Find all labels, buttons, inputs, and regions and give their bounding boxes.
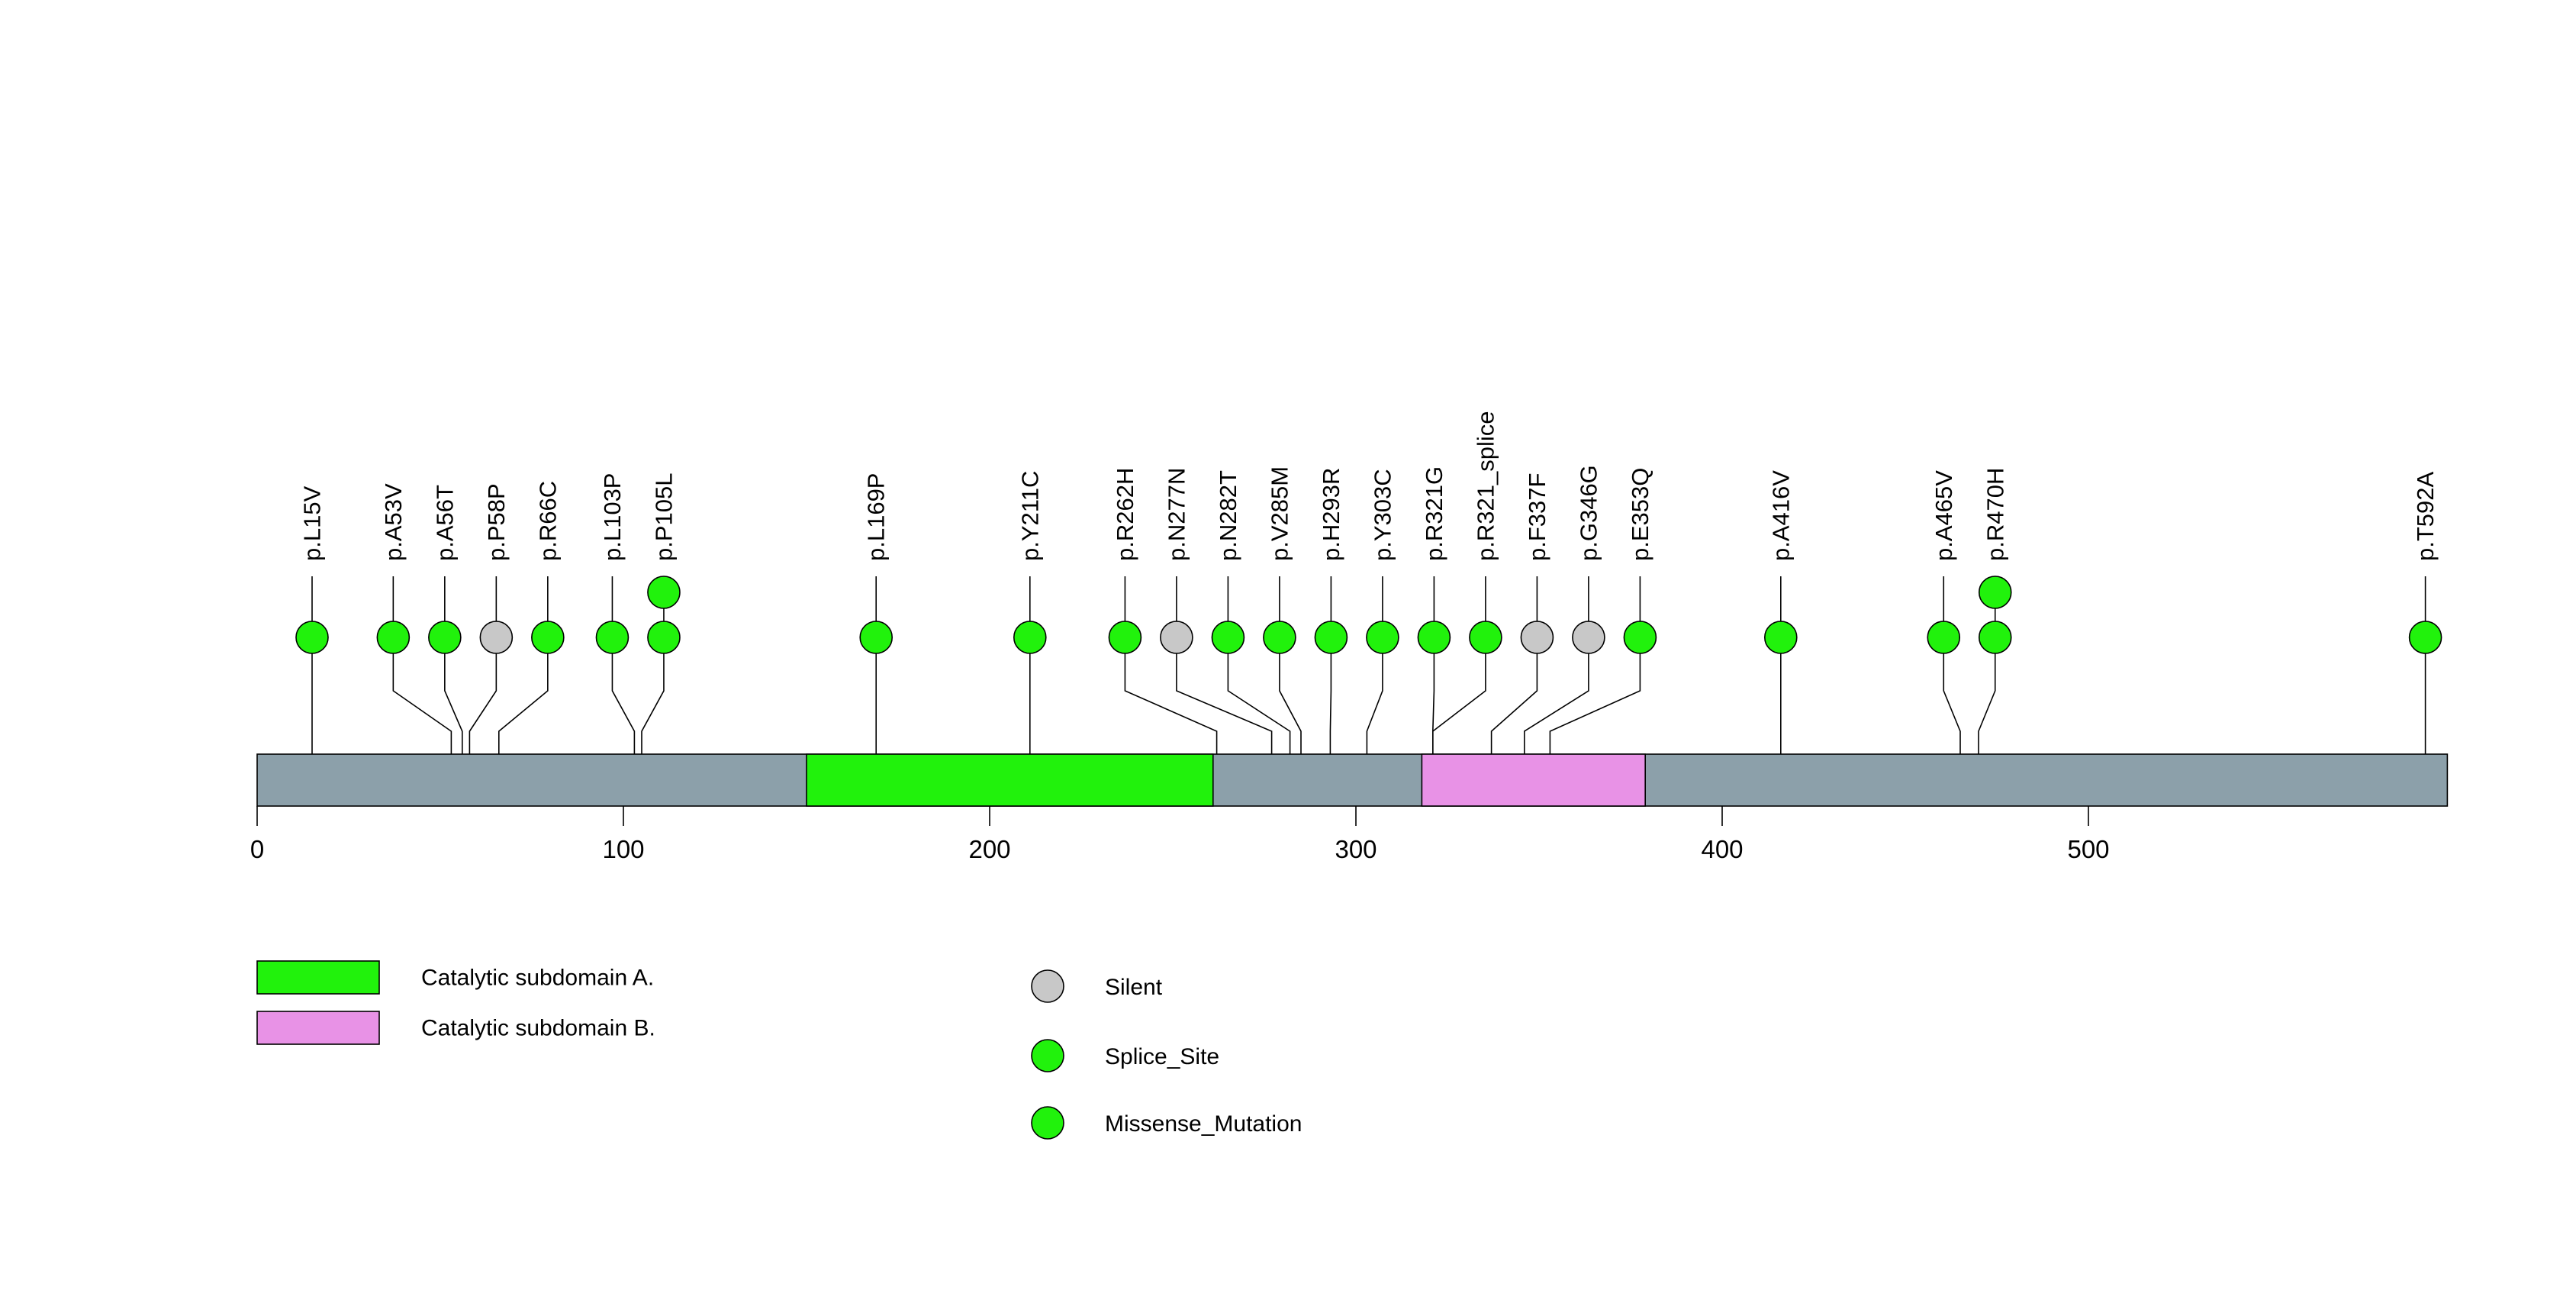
- type-legend-label: Silent: [1105, 975, 1163, 1000]
- mutation-label: p.Y303C: [1369, 469, 1396, 561]
- mutation-circle: [1314, 621, 1348, 654]
- mutation-label: p.R262H: [1112, 468, 1138, 561]
- mutation-label: p.R321G: [1421, 466, 1447, 561]
- type-legend-circle: [1031, 1106, 1064, 1140]
- mutation-circle: [647, 621, 681, 654]
- mutation-circle: [428, 621, 462, 654]
- mutation-circle: [1764, 621, 1798, 654]
- mutation-label: p.L15V: [299, 485, 326, 561]
- lollipop-circles: [295, 576, 2442, 654]
- mutation-circle: [1108, 621, 1142, 654]
- mutation-circle: [1978, 621, 2012, 654]
- domain-legend-swatch: [256, 1011, 380, 1045]
- mutation-label: p.N277N: [1163, 468, 1190, 561]
- mutation-circle: [1623, 621, 1657, 654]
- domain-legend: Catalytic subdomain A. Catalytic subdomai…: [256, 960, 655, 1045]
- mutation-label: p.G346G: [1575, 465, 1602, 561]
- mutation-circle: [1927, 621, 1961, 654]
- axis-tick-label: 500: [2067, 835, 2109, 863]
- mutation-label: p.P58P: [483, 483, 510, 561]
- mutation-label: p.R66C: [534, 481, 561, 561]
- mutation-label: p.H293R: [1318, 468, 1344, 561]
- domain-legend-label: Catalytic subdomain B.: [421, 1016, 655, 1041]
- axis-tick-label: 300: [1335, 835, 1377, 863]
- mutation-label: p.Y211C: [1016, 471, 1043, 561]
- mutation-circle: [295, 621, 329, 654]
- mutation-circle: [1417, 621, 1451, 654]
- domain-legend-swatch: [256, 960, 380, 995]
- domain-rect-b: [1421, 753, 1647, 807]
- mutation-circle: [1366, 621, 1399, 654]
- protein-backbone: [256, 753, 2449, 807]
- type-legend-label: Missense_Mutation: [1105, 1111, 1302, 1137]
- mutation-label: p.A416V: [1767, 470, 1794, 561]
- mutation-circle: [1572, 621, 1605, 654]
- type-legend-label: Splice_Site: [1105, 1044, 1219, 1069]
- x-axis: 0 100 200 300 400 500: [250, 806, 2110, 863]
- domain-rect-a: [806, 753, 1214, 807]
- mutation-label: p.T592A: [2412, 471, 2439, 561]
- mutation-label: p.L169P: [863, 473, 890, 562]
- mutation-label: p.E353Q: [1627, 468, 1653, 561]
- mutation-label: p.A56T: [431, 485, 458, 561]
- axis-tick-label: 400: [1701, 835, 1743, 863]
- mutation-label: p.V285M: [1266, 466, 1293, 561]
- mutation-circle: [1263, 621, 1296, 654]
- mutation-circle: [859, 621, 893, 654]
- mutation-circle: [1469, 621, 1502, 654]
- type-legend-circle: [1031, 969, 1064, 1003]
- protein-domains: [806, 753, 1647, 807]
- mutation-circle: [531, 621, 565, 654]
- axis-tick-label: 200: [968, 835, 1010, 863]
- mutation-circle: [1520, 621, 1554, 654]
- mutation-label: p.A465V: [1930, 470, 1957, 561]
- mutation-circle: [595, 621, 630, 654]
- protein-backbone-bar: [256, 753, 2449, 807]
- axis-tick-label: 0: [250, 835, 264, 863]
- mutation-circle: [1160, 621, 1193, 654]
- mutation-circle: [2408, 621, 2442, 654]
- mutation-label: p.A53V: [380, 483, 407, 561]
- domain-legend-label: Catalytic subdomain A.: [421, 966, 654, 991]
- type-legend-circle: [1031, 1039, 1064, 1072]
- mutation-circle-stacked: [1978, 576, 2012, 609]
- mutation-circle-stacked: [647, 576, 681, 609]
- mutation-label: p.R321_splice: [1472, 411, 1499, 561]
- mutation-label: p.F337F: [1524, 473, 1550, 561]
- mutation-circle: [1013, 621, 1047, 654]
- mutation-label: p.L103P: [599, 473, 626, 562]
- mutation-circle: [376, 621, 411, 654]
- mutation-label: p.P105L: [650, 473, 677, 562]
- mutation-labels: p.L15V p.A53V p.A56T p.P58P p.R66C p.L103P p.P…: [299, 411, 2439, 561]
- mutation-circle: [479, 621, 514, 654]
- mutation-circle: [1211, 621, 1245, 654]
- mutation-label: p.R470H: [1982, 468, 2008, 561]
- axis-tick-label: 100: [602, 835, 644, 863]
- mutation-label: p.N282T: [1215, 470, 1241, 561]
